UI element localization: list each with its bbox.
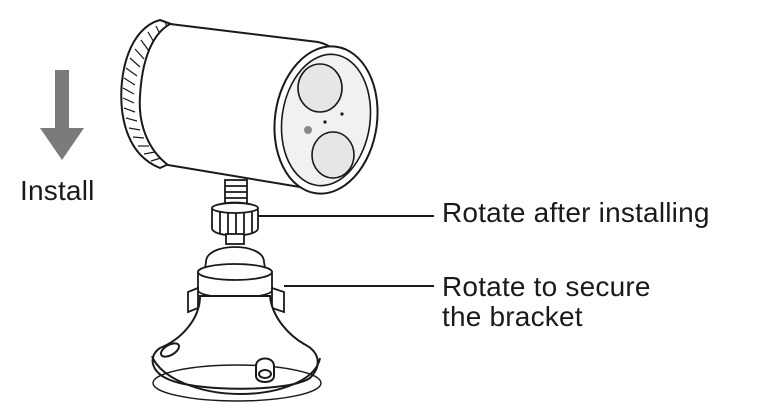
callout-rotate-after-installing: Rotate after installing [442, 197, 710, 228]
locking-collar [187, 263, 285, 314]
mounting-hole-left [159, 342, 181, 358]
sensor-dot [304, 126, 312, 134]
callout-rotate-to-secure-line1: Rotate to secure [442, 271, 651, 302]
bracket-base [151, 295, 322, 402]
callout-rotate-to-secure-line2: the bracket [442, 301, 583, 332]
rotating-nut [211, 201, 259, 237]
install-label: Install [20, 175, 95, 206]
arrow-down-icon [40, 70, 84, 160]
lower-lens [311, 131, 355, 179]
camera-body [120, 19, 379, 195]
threaded-screw [224, 179, 248, 205]
upper-lens [297, 63, 343, 113]
